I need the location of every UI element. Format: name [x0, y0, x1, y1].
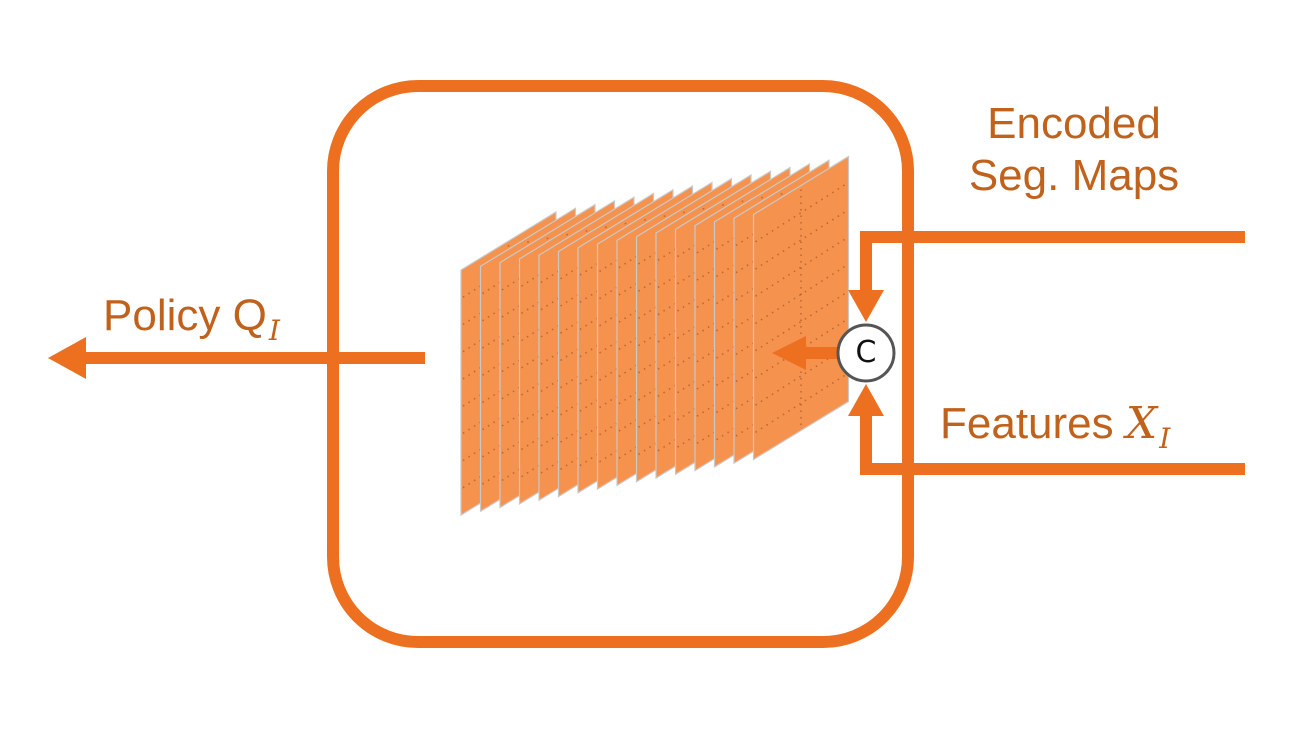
policy-subscript: I	[268, 314, 280, 347]
features-subscript: I	[1159, 422, 1171, 455]
features-label: Features XI	[940, 398, 1170, 465]
features-text: Features	[940, 399, 1126, 448]
encoded-seg-maps-label: Encoded Seg. Maps	[930, 98, 1218, 202]
arrow-left-icon	[772, 336, 806, 370]
arrow-down-icon	[848, 290, 884, 322]
encoded-label-line-2: Seg. Maps	[968, 151, 1180, 200]
encoded-label-line-1: Encoded	[987, 99, 1161, 148]
arrow-up-icon	[848, 384, 884, 416]
encoded-seg-maps-line	[860, 231, 1245, 295]
arrow-left-icon	[48, 337, 86, 379]
policy-label: Policy QI	[103, 290, 280, 357]
feature-slice	[752, 155, 850, 461]
concat-symbol: C	[855, 335, 877, 370]
feature-volume	[460, 155, 850, 517]
concat-node	[836, 323, 896, 383]
features-variable: X	[1125, 398, 1158, 449]
policy-text: Policy Q	[103, 291, 267, 340]
features-line	[860, 410, 1245, 475]
